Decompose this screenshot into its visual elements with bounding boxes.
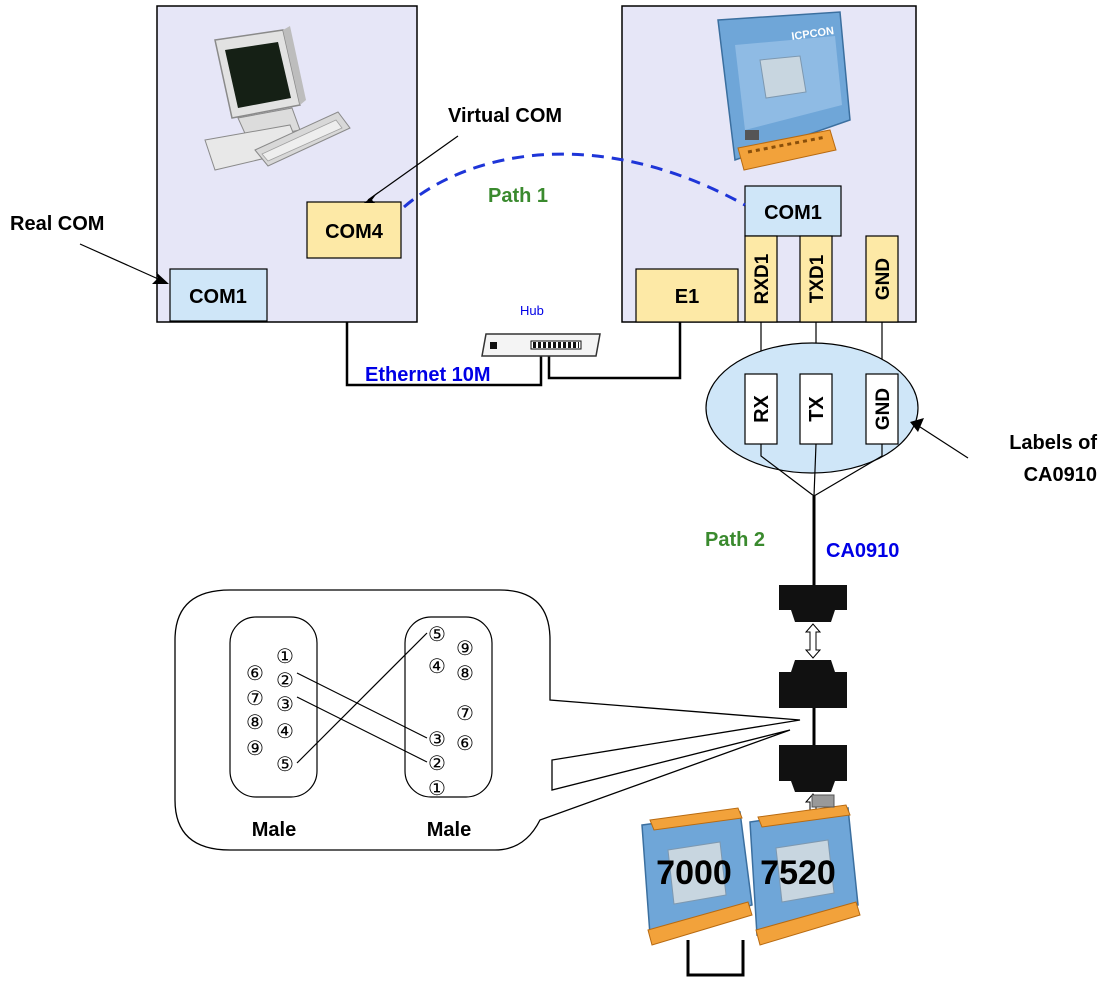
module-7520-icon	[749, 794, 861, 946]
virtual-com-label: Virtual COM	[448, 105, 562, 127]
pc-com4-label: COM4	[325, 221, 384, 243]
gnd-box	[865, 235, 899, 323]
svg-text:ICPCON: ICPCON	[791, 25, 835, 43]
labels-pointer-line	[916, 424, 969, 459]
rx-tag	[744, 373, 778, 445]
db9-connector-middle	[779, 660, 847, 708]
right-pin-2: ②	[428, 751, 446, 775]
right-pin-9: ⑨	[456, 636, 474, 660]
male-label-left: Male	[252, 819, 296, 841]
cross-wire-2-3	[296, 672, 428, 739]
labels-of-line1: Labels of	[1009, 432, 1097, 454]
cross-wire-3-2	[296, 696, 428, 763]
left-pin-4: ④	[276, 719, 294, 743]
real-com-arrow	[79, 243, 166, 283]
left-pin-5: ⑤	[276, 752, 294, 776]
pc-com4-box	[306, 201, 402, 259]
txd1-label: TXD1	[807, 254, 828, 303]
right-pin-7: ⑦	[456, 701, 474, 725]
db9-connector-bottom	[779, 745, 847, 792]
real-com-label: Real COM	[10, 213, 104, 235]
computer-icon	[204, 26, 351, 171]
device-com1-box	[744, 185, 842, 237]
gnd-merge-wire	[813, 444, 883, 497]
ethernet-cable-device	[547, 322, 682, 380]
tx-tag-label: TX	[806, 396, 828, 422]
ethernet-label: Ethernet 10M	[365, 364, 491, 386]
rxd1-label: RXD1	[752, 253, 773, 304]
pc-com1-label: COM1	[189, 286, 247, 308]
rx-tag-label: RX	[751, 394, 773, 422]
rxd1-box	[744, 235, 778, 323]
left-pin-1: ①	[276, 644, 294, 668]
device-com1-label: COM1	[764, 202, 822, 224]
male-label-right: Male	[427, 819, 471, 841]
path2-label: Path 2	[705, 529, 765, 551]
db9-connector-top	[779, 585, 847, 622]
left-connector-pins: ① ② ③ ④ ⑤ ⑥ ⑦ ⑧ ⑨	[246, 644, 294, 776]
right-pin-3: ③	[428, 727, 446, 751]
right-pin-5: ⑤	[428, 622, 446, 646]
right-pin-4: ④	[428, 654, 446, 678]
virtual-com-arrowhead	[364, 192, 378, 203]
labels-of-line2: CA0910	[1024, 464, 1097, 486]
icpcon-module-icon: ICPCON	[717, 11, 851, 171]
hub-icon	[481, 333, 601, 357]
left-connector-outline	[229, 616, 318, 798]
gnd-label: GND	[873, 258, 894, 300]
left-pin-9: ⑨	[246, 736, 264, 760]
right-pin-8: ⑧	[456, 661, 474, 685]
module-7000-label: 7000	[656, 854, 732, 892]
right-pin-1: ①	[428, 776, 446, 800]
right-connector-outline	[404, 616, 493, 798]
left-pin-2: ②	[276, 668, 294, 692]
ethernet-cable-pc	[345, 322, 543, 387]
tx-tag	[799, 373, 833, 445]
tx-merge-wire	[813, 443, 817, 497]
e1-box	[635, 268, 739, 323]
left-pin-3: ③	[276, 692, 294, 716]
right-connector-pins: ⑤ ④ ③ ② ① ⑨ ⑧ ⑦ ⑥	[428, 622, 474, 800]
left-pin-7: ⑦	[246, 686, 264, 710]
left-pin-6: ⑥	[246, 661, 264, 685]
virtual-com-arrow	[367, 135, 459, 201]
ca0910-label: CA0910	[826, 540, 899, 562]
real-com-arrowhead	[152, 272, 169, 284]
gnd-tag-label: GND	[873, 388, 894, 430]
module-7000-icon	[641, 807, 753, 946]
left-pin-8: ⑧	[246, 710, 264, 734]
module-7520-label: 7520	[760, 854, 836, 892]
module-link-wire	[686, 940, 745, 977]
cross-wire-5-5	[296, 632, 428, 764]
rx-merge-wire	[760, 444, 815, 497]
pc-com1-box	[169, 268, 268, 322]
right-pin-6: ⑥	[456, 731, 474, 755]
e1-label: E1	[675, 286, 699, 308]
gender-changer-arrow-top	[804, 623, 822, 659]
hub-label: Hub	[520, 303, 544, 318]
path1-label: Path 1	[488, 185, 548, 207]
